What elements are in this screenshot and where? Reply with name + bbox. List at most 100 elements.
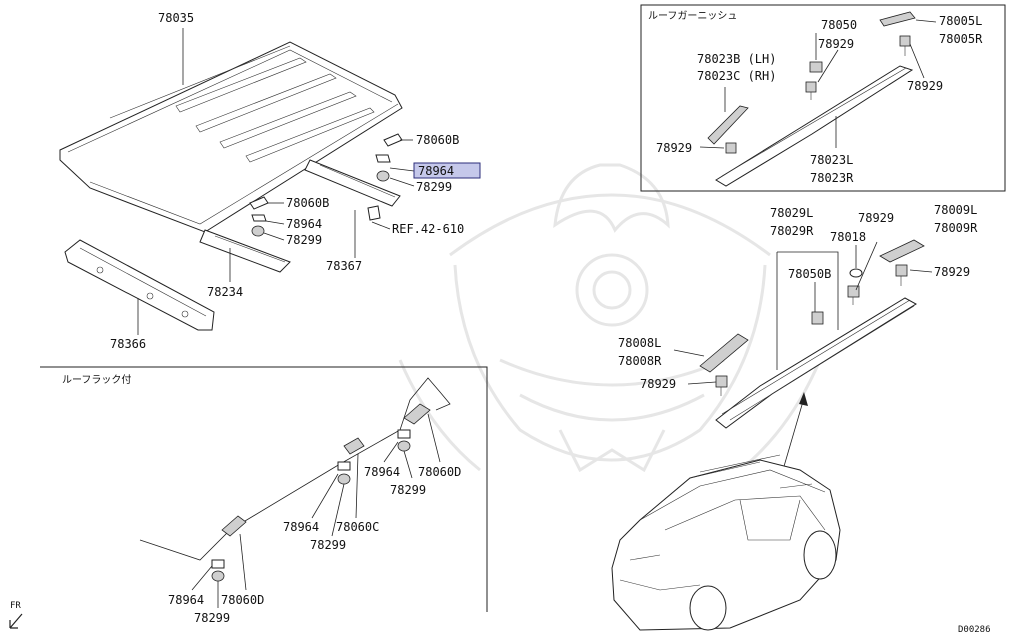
label-78929-f: 78929 <box>640 377 676 391</box>
clip-78050 <box>809 61 823 73</box>
label-78023L: 78023L <box>810 153 853 167</box>
clip-78060B-upper <box>383 133 403 147</box>
leader-78060D-a <box>427 413 441 463</box>
label-78929-c: 78929 <box>656 141 692 155</box>
roof-rail-78029 <box>715 297 917 429</box>
label-78005L: 78005L <box>939 14 982 28</box>
label-78023C: 78023C (RH) <box>697 69 776 83</box>
label-78964-e: 78964 <box>168 593 204 607</box>
label-78005R: 78005R <box>939 32 983 46</box>
label-78060D-a: 78060D <box>418 465 461 479</box>
leader-78964-rack-b <box>311 473 339 519</box>
diagram-id: D00286 <box>958 625 991 635</box>
leader-78964-a <box>389 167 415 172</box>
label-78060C: 78060C <box>336 520 379 534</box>
grommet-78299-rack-mid <box>337 473 351 485</box>
label-78366: 78366 <box>110 337 146 351</box>
leader-78964-rack-a <box>383 441 399 463</box>
leader-78929-e <box>909 269 933 273</box>
label-78929-d: 78929 <box>858 211 894 225</box>
bracket-78060D-upper <box>403 403 431 425</box>
samurai-helmet-watermark <box>398 163 822 473</box>
label-78009R: 78009R <box>934 221 978 235</box>
leader-78008 <box>673 349 705 357</box>
leader-78299-rack-a <box>403 450 413 479</box>
label-78964-highlighted: 78964 <box>418 164 454 178</box>
label-78023B: 78023B (LH) <box>697 52 776 66</box>
roof-garnish-inset <box>640 4 1006 192</box>
label-78964-c: 78964 <box>364 465 400 479</box>
bolt-78929-rail-left <box>715 375 728 396</box>
leader-78029-b <box>777 251 839 330</box>
bolt-78929-mid <box>805 81 817 100</box>
cap-78018 <box>849 268 863 278</box>
label-78060B-a: 78060B <box>416 133 459 147</box>
label-78029L: 78029L <box>770 206 813 220</box>
label-78060D-b: 78060D <box>221 593 264 607</box>
leader-78005 <box>915 19 937 23</box>
label-78299-e: 78299 <box>194 611 230 625</box>
garnish-cap-78023B <box>707 105 749 145</box>
grommet-78299-lower <box>251 225 265 237</box>
arrow-down-left-icon <box>9 613 23 629</box>
label-78929-a: 78929 <box>818 37 854 51</box>
grommet-78299-rack-upper <box>397 440 411 452</box>
roof-header-panel <box>64 239 215 331</box>
label-78367: 78367 <box>326 259 362 273</box>
roof-bow-front <box>304 159 401 207</box>
bracket-78060C <box>343 437 365 455</box>
label-78009L: 78009L <box>934 203 977 217</box>
roof-rack-edge <box>139 377 451 561</box>
bolt-78929-rail-right <box>895 264 908 286</box>
leader-78964-rack-c <box>191 565 213 591</box>
leader-78929-b <box>817 49 839 83</box>
label-78035: 78035 <box>158 11 194 25</box>
roof-panel <box>59 41 403 233</box>
rail-cap-78009 <box>879 239 925 263</box>
label-78023R: 78023R <box>810 171 854 185</box>
label-78008L: 78008L <box>618 336 661 350</box>
roof-rack-inset <box>40 366 488 612</box>
antenna-78367 <box>367 205 381 221</box>
bolt-78929-top <box>899 35 911 56</box>
label-78018: 78018 <box>830 230 866 244</box>
label-78050B: 78050B <box>788 267 831 281</box>
pointer-arrow-icon <box>799 392 808 406</box>
label-ref: REF.42-610 <box>392 222 464 236</box>
label-78299-d: 78299 <box>310 538 346 552</box>
vehicle-illustration <box>611 454 841 631</box>
leader-78929-c <box>699 146 725 149</box>
label-78234: 78234 <box>207 285 243 299</box>
leader-78060D-b <box>239 533 247 591</box>
leader-78299-rack-b <box>331 483 345 537</box>
label-78299-a: 78299 <box>416 180 452 194</box>
label-78060B-b: 78060B <box>286 196 329 210</box>
label-78008R: 78008R <box>618 354 662 368</box>
garnish-cap-78005 <box>879 11 916 27</box>
clip-78964-upper <box>375 154 391 163</box>
bolt-78929-left <box>725 142 737 154</box>
roof-rack-inset-title: ルーフラック付 <box>62 373 131 386</box>
label-78299-c: 78299 <box>390 483 426 497</box>
rail-cap-78008 <box>699 333 749 373</box>
leader-78299-a <box>389 177 415 187</box>
roof-garnish-inset-title: ルーフガーニッシュ <box>648 10 737 22</box>
leader-78929-f <box>687 381 717 385</box>
roof-garnish-78023 <box>715 65 914 187</box>
front-indicator-label: FR <box>10 601 21 611</box>
leader-78929-d <box>855 241 878 291</box>
label-78299-b: 78299 <box>286 233 322 247</box>
grommet-78299-upper <box>376 170 390 182</box>
highlight-78964 <box>413 162 481 179</box>
label-78929-b: 78929 <box>907 79 943 93</box>
label-78929-e: 78929 <box>934 265 970 279</box>
label-78964-d: 78964 <box>283 520 319 534</box>
clip-78050B <box>811 311 824 325</box>
leader-78964-b <box>265 220 285 225</box>
bracket-78060D-lower <box>221 515 247 537</box>
leader-78299-b <box>263 232 285 241</box>
leader-78929-a <box>909 43 925 79</box>
leader-78060C <box>355 453 359 519</box>
